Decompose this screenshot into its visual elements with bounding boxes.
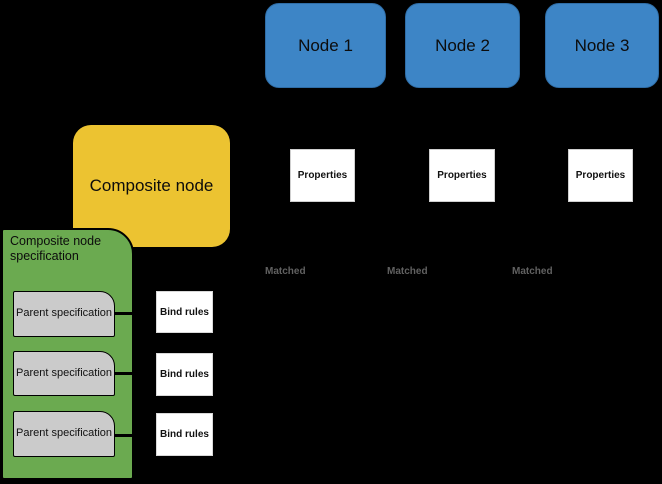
bind-rules-label-3: Bind rules bbox=[160, 429, 209, 440]
bind-rules-box-2: Bind rules bbox=[156, 353, 213, 396]
composite-node-label: Composite node bbox=[89, 176, 214, 195]
parent-specification-box-3: Parent specification bbox=[13, 411, 115, 457]
matched-label-3: Matched bbox=[512, 266, 553, 277]
node-1-label: Node 1 bbox=[298, 35, 353, 55]
parent-specification-label-1: Parent specification bbox=[16, 307, 112, 320]
node-1-box: Node 1 bbox=[265, 3, 386, 88]
connector-stub-1 bbox=[114, 312, 142, 315]
properties-box-2: Properties bbox=[429, 149, 495, 202]
bind-rules-box-1: Bind rules bbox=[156, 291, 213, 333]
matched-label-1: Matched bbox=[265, 266, 306, 277]
parent-specification-box-1: Parent specification bbox=[13, 291, 115, 337]
connector-stub-3 bbox=[114, 434, 142, 437]
properties-box-3: Properties bbox=[568, 149, 633, 202]
properties-label-2: Properties bbox=[437, 170, 487, 181]
composite-node-box: Composite node bbox=[73, 125, 230, 247]
node-3-label: Node 3 bbox=[574, 35, 630, 55]
properties-label-3: Properties bbox=[575, 170, 626, 181]
parent-specification-box-2: Parent specification bbox=[13, 351, 115, 396]
composite-node-specification-title: Composite node specification bbox=[10, 234, 102, 263]
properties-box-1: Properties bbox=[290, 149, 355, 202]
matched-label-2: Matched bbox=[387, 266, 428, 277]
node-2-box: Node 2 bbox=[405, 3, 520, 88]
connector-stub-2 bbox=[114, 372, 142, 375]
parent-specification-label-3: Parent specification bbox=[16, 427, 112, 440]
node-2-label: Node 2 bbox=[435, 35, 490, 55]
bind-rules-label-2: Bind rules bbox=[160, 369, 209, 380]
bind-rules-box-3: Bind rules bbox=[156, 413, 213, 456]
parent-specification-label-2: Parent specification bbox=[16, 366, 112, 379]
properties-label-1: Properties bbox=[297, 170, 348, 181]
bind-rules-label-1: Bind rules bbox=[160, 306, 209, 318]
node-3-box: Node 3 bbox=[545, 3, 659, 88]
